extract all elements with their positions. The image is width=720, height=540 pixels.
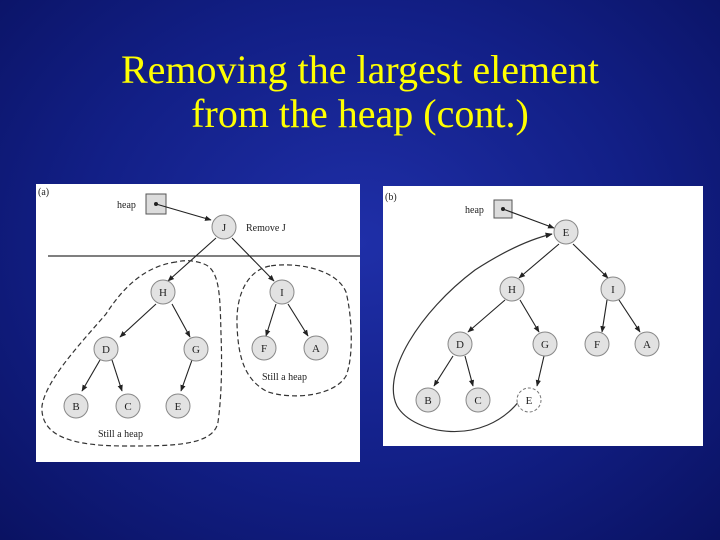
node-h-b-label: H	[508, 284, 516, 296]
node-a-label: A	[312, 343, 320, 355]
edge-i-a-b	[618, 299, 641, 333]
edge-g-e-b	[535, 355, 545, 387]
title-line-2: from the heap (cont.)	[191, 91, 529, 136]
edge-g-e	[180, 359, 193, 392]
edge-h-d	[119, 303, 157, 338]
edge-i-f	[265, 303, 277, 337]
edge-e-h	[518, 243, 560, 279]
node-b-b-label: B	[424, 395, 431, 407]
node-j	[211, 214, 237, 240]
node-e-removed	[516, 387, 542, 413]
still-heap-left-caption: Still a heap	[98, 429, 143, 440]
node-i-b	[600, 276, 626, 302]
node-h-b	[499, 276, 525, 302]
diagram-a-svg: (a) heap J H I D G F A	[38, 187, 360, 447]
node-h	[150, 279, 176, 305]
node-f-label: F	[261, 343, 267, 355]
diagram-panel-a: (a) heap J H I D G F A	[36, 184, 360, 462]
node-d	[93, 336, 119, 362]
node-a-b-label: A	[643, 339, 651, 351]
node-e-root	[553, 219, 579, 245]
node-b	[63, 393, 89, 419]
node-a-b	[634, 331, 660, 357]
edge-j-h	[167, 237, 217, 282]
node-c	[115, 393, 141, 419]
edge-j-i	[231, 237, 275, 282]
still-heap-right-enclosure	[236, 264, 352, 397]
node-d-b	[447, 331, 473, 357]
node-e-removed-label: E	[526, 395, 533, 407]
edge-h-g-b	[519, 299, 540, 333]
node-c-label: C	[124, 401, 131, 413]
node-d-label: D	[102, 344, 110, 356]
node-c-b-label: C	[474, 395, 481, 407]
node-c-b	[465, 387, 491, 413]
node-d-b-label: D	[456, 339, 464, 351]
panel-a-tag: (a)	[38, 187, 49, 198]
still-heap-right-caption: Still a heap	[262, 372, 307, 383]
node-i-b-label: I	[611, 284, 615, 296]
remove-j-annotation: Remove J	[246, 223, 286, 234]
edge-i-a	[287, 303, 309, 337]
edge-i-f-b	[600, 299, 608, 333]
node-a	[303, 335, 329, 361]
heap-pointer-label-a: heap	[117, 200, 136, 211]
node-e-label: E	[175, 401, 182, 413]
still-heap-left-enclosure	[41, 260, 223, 447]
node-f-b	[584, 331, 610, 357]
edge-d-c-b	[464, 355, 475, 387]
node-g	[183, 336, 209, 362]
node-i	[269, 279, 295, 305]
node-i-label: I	[280, 287, 284, 299]
node-e	[165, 393, 191, 419]
title-line-1: Removing the largest element	[120, 47, 600, 92]
slide-title: Removing the largest element from the he…	[0, 48, 720, 136]
diagram-b-svg: (b) heap E H I D G F A B	[385, 192, 660, 433]
edge-h-d-b	[467, 299, 506, 333]
node-j-label: J	[222, 222, 227, 234]
node-b-b	[415, 387, 441, 413]
heap-pointer-arrow-a	[155, 203, 212, 221]
node-e-root-label: E	[563, 227, 570, 239]
edge-h-g	[171, 303, 191, 338]
edge-d-b	[81, 359, 101, 392]
node-g-label: G	[192, 344, 200, 356]
node-f-b-label: F	[594, 339, 600, 351]
heap-pointer-arrow-b	[502, 208, 555, 229]
node-h-label: H	[159, 287, 167, 299]
node-g-b	[532, 331, 558, 357]
heap-pointer-label-b: heap	[465, 205, 484, 216]
move-e-to-root-arrow	[392, 232, 553, 433]
panel-b-tag: (b)	[385, 192, 397, 203]
edge-d-b-b	[433, 355, 454, 387]
node-b-label: B	[72, 401, 79, 413]
diagram-panel-b: (b) heap E H I D G F A B	[383, 186, 703, 446]
node-f	[251, 335, 277, 361]
node-g-b-label: G	[541, 339, 549, 351]
edge-e-i	[572, 243, 609, 279]
edge-d-c	[111, 359, 123, 392]
